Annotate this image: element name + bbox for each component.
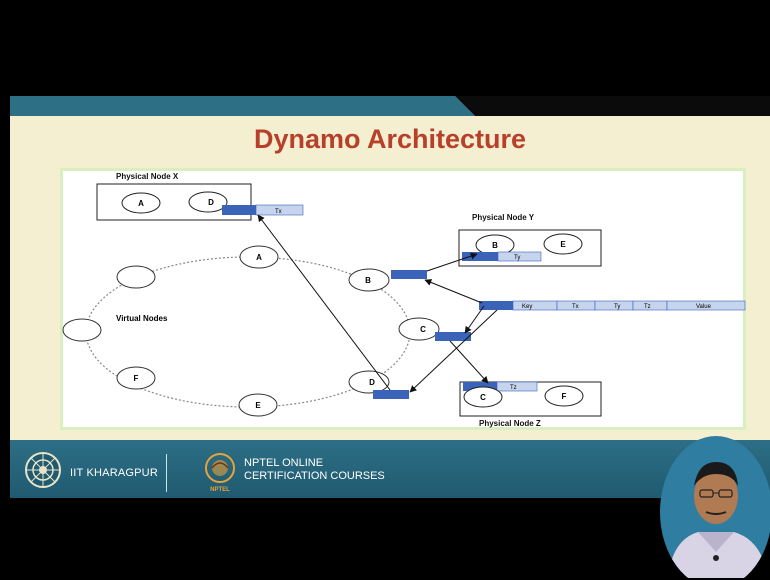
physical-node-x-node-d [188,191,228,213]
diagram-panel [60,168,746,430]
ring-node-f-label: F [134,374,139,383]
ring-node-d [348,370,390,394]
ring-node-b [348,268,390,292]
header-band [10,96,770,116]
record-field-ty-text: Ty [614,304,620,310]
ring-node-c-label: C [420,325,426,334]
ring-node-left [62,318,102,342]
footer-bar [10,440,770,498]
nptel-line1: NPTEL ONLINE [244,457,324,469]
record-field-tz-text: Tz [644,304,651,310]
arrow-b-to-physical-y [426,252,478,272]
physical-node-y-node-b-label: B [492,241,498,250]
ring-block-d [373,390,409,399]
record-field-tx-text: Tx [572,304,579,310]
physical-node-y-tag [497,251,542,262]
presenter-video [660,436,770,578]
physical-node-x-node-d-label: D [208,198,214,207]
record-field-value [666,300,746,311]
ring-node-e-label: E [255,401,261,410]
ring-node-top-left [116,265,156,289]
nptel-line2: CERTIFICATION COURSES [244,470,385,482]
arrow-c-to-physical-z [449,340,489,384]
ring-node-b-label: B [365,276,371,285]
ring-node-a [239,245,279,269]
physical-node-z-block [463,382,497,391]
physical-node-x-node-a [121,192,161,214]
ring-node-a-label: A [256,253,262,262]
physical-node-z-node-f [544,385,584,407]
physical-node-x-block [222,205,256,215]
slide-title: Dynamo Architecture [253,124,527,154]
arrow-record-to-c [464,305,485,334]
ring-block-b [391,270,427,279]
arrow-d-to-physical-x [257,214,391,391]
ring-node-d-label: D [369,378,375,387]
physical-node-y-label: Physical Node Y [472,213,535,222]
ring-node-e [238,393,278,417]
record-field-value-text: Value [696,304,712,310]
record-field-key [512,300,558,311]
physical-node-z-node-f-label: F [562,392,567,401]
arrow-record-to-d [409,309,498,393]
record-field-key-text: Key [522,304,532,310]
physical-node-x-node-a-label: A [138,199,144,208]
record-block [479,301,513,310]
physical-node-z-node-c-label: C [480,393,486,402]
nptel-logo-icon: NPTEL [205,453,235,493]
physical-node-x-tag-text: Tx [275,209,282,215]
physical-node-y-tag-text: Ty [514,255,520,261]
physical-node-z-tag-text: Tz [510,385,517,391]
physical-node-z-node-c [463,386,503,408]
physical-node-y-block [462,252,498,261]
arrow-record-to-b [424,279,483,304]
physical-node-z-tag [496,381,538,392]
physical-node-y-node-e-label: E [560,240,566,249]
iit-kharagpur-logo-icon [25,452,61,488]
ring-node-f [116,366,156,390]
institute-name: IIT KHARAGPUR [70,467,158,479]
physical-node-x-label: Physical Node X [116,172,179,181]
footer-divider [166,454,167,492]
nptel-small-text: NPTEL [210,487,230,493]
ring-node-c [398,317,440,341]
physical-node-y-node-e [543,233,583,255]
ring-label: Virtual Nodes [116,314,168,323]
physical-node-z-label: Physical Node Z [479,419,541,428]
physical-node-x-tag [255,204,304,216]
ring-block-c [435,332,471,341]
